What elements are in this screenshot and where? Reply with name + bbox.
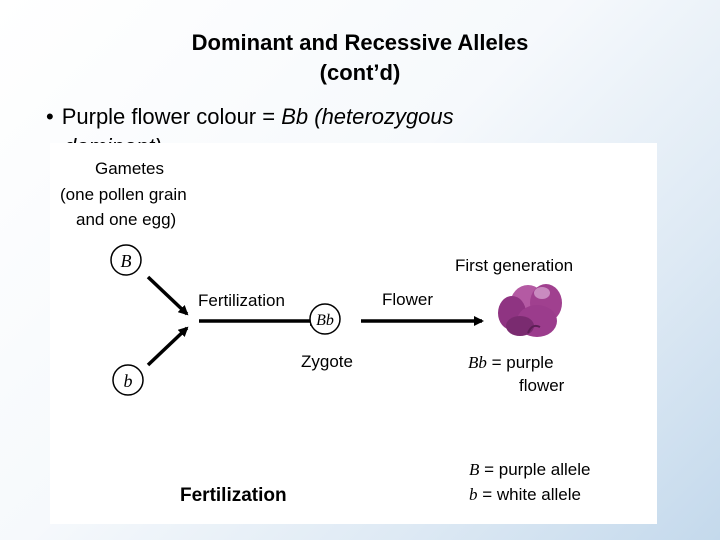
zygote-circle bbox=[309, 303, 341, 335]
key-B: B = purple allele bbox=[469, 460, 590, 479]
gamete-b-circle bbox=[112, 364, 144, 396]
fertilization-figure: Gametes (one pollen grain and one egg) B… bbox=[50, 143, 657, 524]
result-eq: = purple bbox=[487, 353, 554, 372]
figure-caption: Fertilization bbox=[180, 485, 287, 506]
fertilization-label: Fertilization bbox=[198, 291, 285, 310]
gamete-B-label: B bbox=[121, 251, 132, 271]
bullet-line-1: • Purple flower colour = Bb (heterozygous bbox=[46, 104, 454, 130]
gamete-b-label: b bbox=[124, 371, 133, 391]
key-B-symbol: B bbox=[469, 460, 480, 479]
zygote-genotype: Bb bbox=[316, 312, 334, 329]
gametes-sub-2: and one egg) bbox=[76, 210, 176, 229]
bullet-genotype: Bb bbox=[281, 104, 309, 129]
result-line-2: flower bbox=[519, 376, 565, 395]
key-b: b = white allele bbox=[469, 485, 581, 504]
zygote-label: Zygote bbox=[301, 352, 353, 371]
key-b-text: = white allele bbox=[478, 485, 581, 504]
arrow-B-to-fertilization bbox=[146, 275, 189, 316]
purple-flower-image bbox=[498, 284, 562, 337]
first-generation-label: First generation bbox=[455, 256, 573, 275]
flower-arrow-label: Flower bbox=[382, 290, 433, 309]
title-line-2: (cont’d) bbox=[319, 60, 401, 85]
bullet-dot: • bbox=[46, 104, 54, 129]
key-b-symbol: b bbox=[469, 485, 478, 504]
gametes-sub-1: (one pollen grain bbox=[60, 185, 187, 204]
bullet-text-a: Purple flower colour = bbox=[61, 104, 282, 129]
key-B-text: = purple allele bbox=[479, 460, 590, 479]
bullet-text-b: (heterozygous bbox=[308, 104, 454, 129]
result-genotype: Bb bbox=[468, 353, 487, 372]
title-line-1: Dominant and Recessive Alleles bbox=[191, 30, 529, 55]
gamete-B-circle bbox=[110, 244, 142, 276]
slide-title: Dominant and Recessive Alleles (cont’d) bbox=[0, 28, 720, 88]
result-label: Bb = purple bbox=[468, 353, 554, 372]
gametes-label: Gametes bbox=[95, 159, 164, 178]
arrow-b-to-fertilization bbox=[146, 326, 189, 367]
fertilization-diagram: Gametes (one pollen grain and one egg) B… bbox=[60, 159, 590, 506]
